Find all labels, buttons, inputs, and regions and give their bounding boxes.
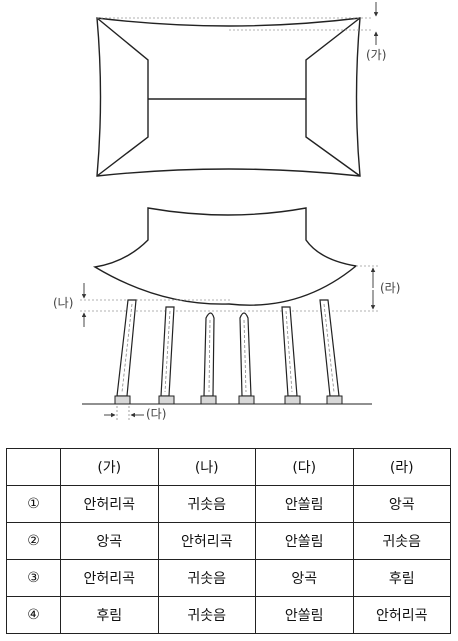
table-cell: 안쏠림 — [255, 522, 354, 560]
table-header-row: (가) (나) (다) (라) — [6, 448, 451, 486]
roof-plan-ghost-lines — [97, 17, 372, 31]
table-cell: 귀솟음 — [157, 485, 256, 523]
label-ra: (라) — [380, 281, 401, 295]
column-base — [326, 395, 343, 405]
option-number: ① — [6, 485, 61, 523]
elevation-da-dimension — [104, 406, 144, 422]
column-base — [158, 395, 175, 405]
option-number: ④ — [6, 596, 61, 634]
answer-table: (가) (나) (다) (라) ① 안허리곡 귀솟음 안쏠림 앙곡 ② 앙곡 안… — [6, 448, 451, 634]
table-cell: 안쏠림 — [255, 485, 354, 523]
table-cell: 후림 — [60, 596, 159, 634]
label-na: (나) — [53, 296, 74, 310]
table-cell: 귀솟음 — [352, 522, 451, 560]
header-cell — [6, 448, 61, 486]
column — [116, 299, 137, 397]
table-cell: 후림 — [352, 559, 451, 597]
header-cell: (라) — [352, 448, 451, 486]
column — [239, 312, 252, 397]
column-base — [238, 395, 255, 405]
table-cell: 앙곡 — [60, 522, 159, 560]
column — [281, 306, 298, 397]
roof-elevation-outline — [92, 207, 358, 306]
table-cell: 안쏠림 — [255, 596, 354, 634]
table-cell: 앙곡 — [255, 559, 354, 597]
table-cell: 안허리곡 — [352, 596, 451, 634]
table-row: ① 안허리곡 귀솟음 안쏠림 앙곡 — [6, 485, 451, 523]
table-cell: 안허리곡 — [60, 485, 159, 523]
column — [203, 312, 215, 397]
roof-plan — [96, 17, 361, 177]
table-row: ② 앙곡 안허리곡 안쏠림 귀솟음 — [6, 522, 451, 560]
roof-plan-right-hip — [305, 17, 361, 177]
label-da: (다) — [146, 407, 167, 421]
table-row: ③ 안허리곡 귀솟음 앙곡 후림 — [6, 559, 451, 597]
header-cell: (나) — [157, 448, 256, 486]
table-row: ④ 후림 귀솟음 안쏠림 안허리곡 — [6, 596, 451, 634]
column-bases — [114, 395, 343, 405]
table-cell: 귀솟음 — [157, 596, 256, 634]
column — [319, 299, 340, 397]
roof-plan-outline — [96, 17, 361, 177]
table-cell: 안허리곡 — [157, 522, 256, 560]
option-number: ② — [6, 522, 61, 560]
table-cell: 안허리곡 — [60, 559, 159, 597]
column-base — [114, 395, 131, 405]
header-cell: (다) — [255, 448, 354, 486]
architecture-diagram — [80, 2, 380, 422]
option-number: ③ — [6, 559, 61, 597]
column — [160, 306, 175, 397]
roof-elevation — [92, 207, 358, 306]
table-cell: 앙곡 — [352, 485, 451, 523]
label-ga: (가) — [366, 48, 387, 62]
columns — [116, 299, 340, 397]
table-cell: 귀솟음 — [157, 559, 256, 597]
column-base — [284, 395, 301, 405]
roof-plan-left-hip — [96, 17, 149, 177]
column-base — [200, 395, 217, 405]
header-cell: (가) — [60, 448, 159, 486]
